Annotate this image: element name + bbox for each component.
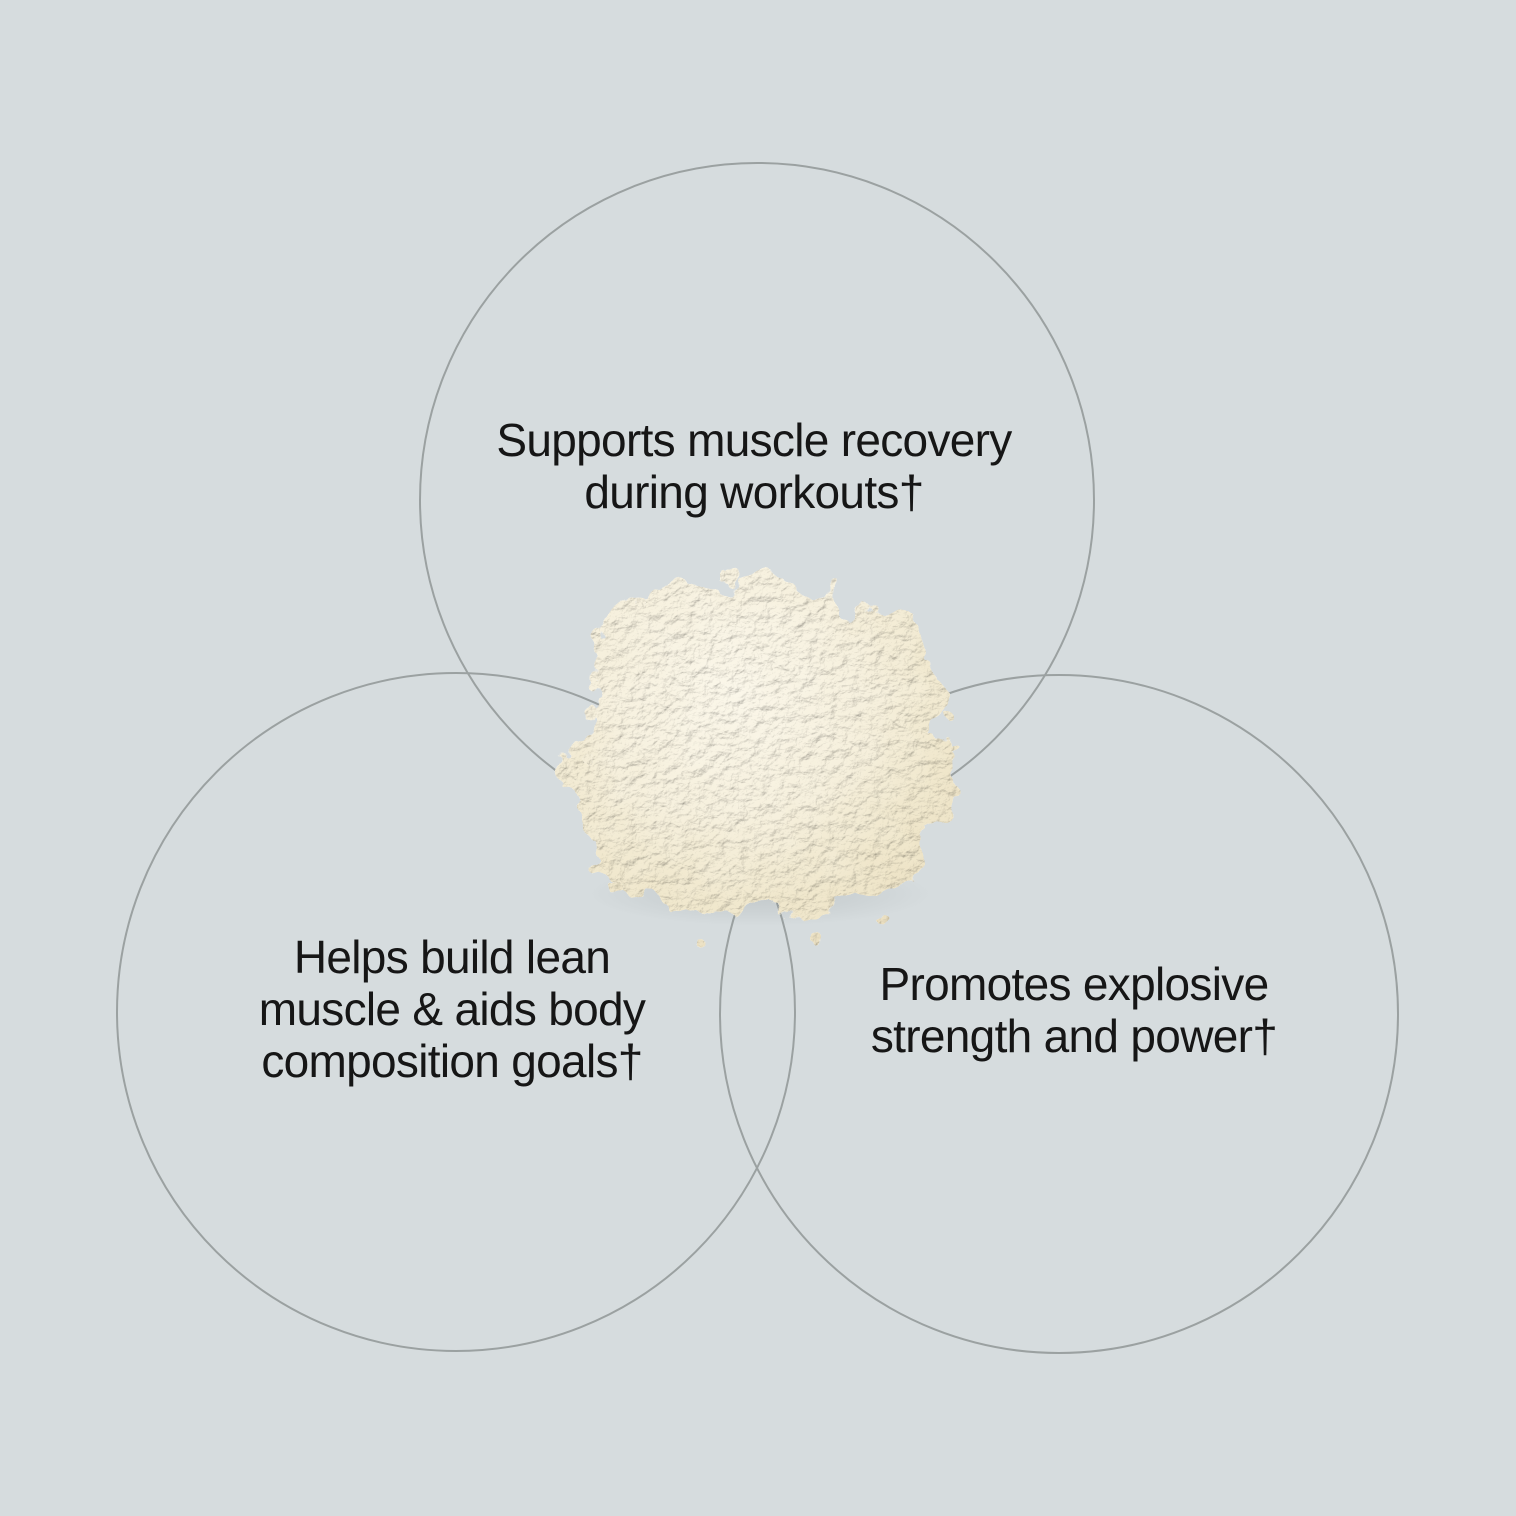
- benefit-line: Helps build lean: [293, 931, 611, 983]
- benefit-line: muscle & aids body: [258, 983, 646, 1035]
- benefit-line: composition goals†: [261, 1035, 643, 1087]
- benefit-text-bottom-right: Promotes explosive strength and power†: [724, 958, 1424, 1062]
- benefit-line: strength and power†: [870, 1010, 1278, 1062]
- benefit-line: Promotes explosive: [879, 958, 1270, 1010]
- venn-circle-bottom-left: [116, 672, 796, 1352]
- protein-powder-pile: [566, 578, 954, 914]
- benefit-line: during workouts†: [584, 466, 924, 518]
- benefit-text-bottom-left: Helps build lean muscle & aids body comp…: [102, 931, 802, 1087]
- benefit-line: Supports muscle recovery: [496, 414, 1012, 466]
- powder-crumbs: [583, 568, 959, 949]
- venn-circle-bottom-right: [719, 674, 1399, 1354]
- benefit-text-top: Supports muscle recovery during workouts…: [404, 414, 1104, 518]
